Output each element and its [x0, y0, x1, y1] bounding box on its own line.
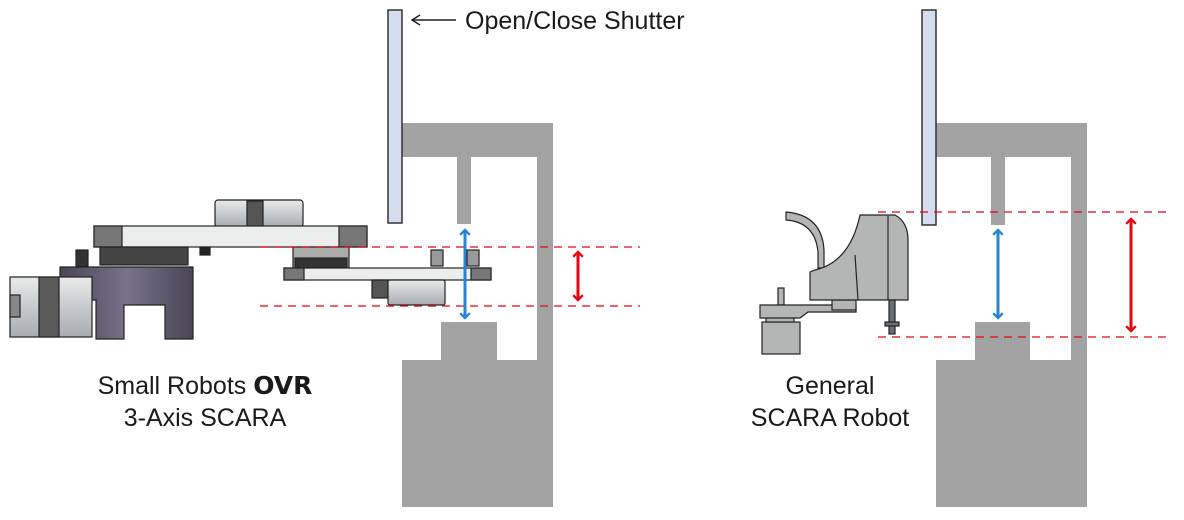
left-robot-label-line2: 3-Axis SCARA: [124, 404, 287, 432]
left-machine: [402, 123, 553, 507]
right-robot-label-line2: SCARA Robot: [751, 404, 909, 432]
right-stroke-dashes: [878, 211, 1172, 338]
ovr-scara-robot: [9, 199, 492, 340]
shutter-pointer-arrow: [410, 14, 456, 26]
left-robot-label-line1: Small Robots OVR: [98, 371, 313, 400]
right-machine: [936, 123, 1087, 507]
left-stroke-dashes: [260, 246, 640, 307]
left-shutter: [387, 9, 403, 224]
right-robot-label-line1: General: [786, 372, 875, 400]
general-scara-robot: [759, 211, 909, 355]
right-shutter: [921, 9, 937, 226]
shutter-label: Open/Close Shutter: [465, 7, 685, 35]
